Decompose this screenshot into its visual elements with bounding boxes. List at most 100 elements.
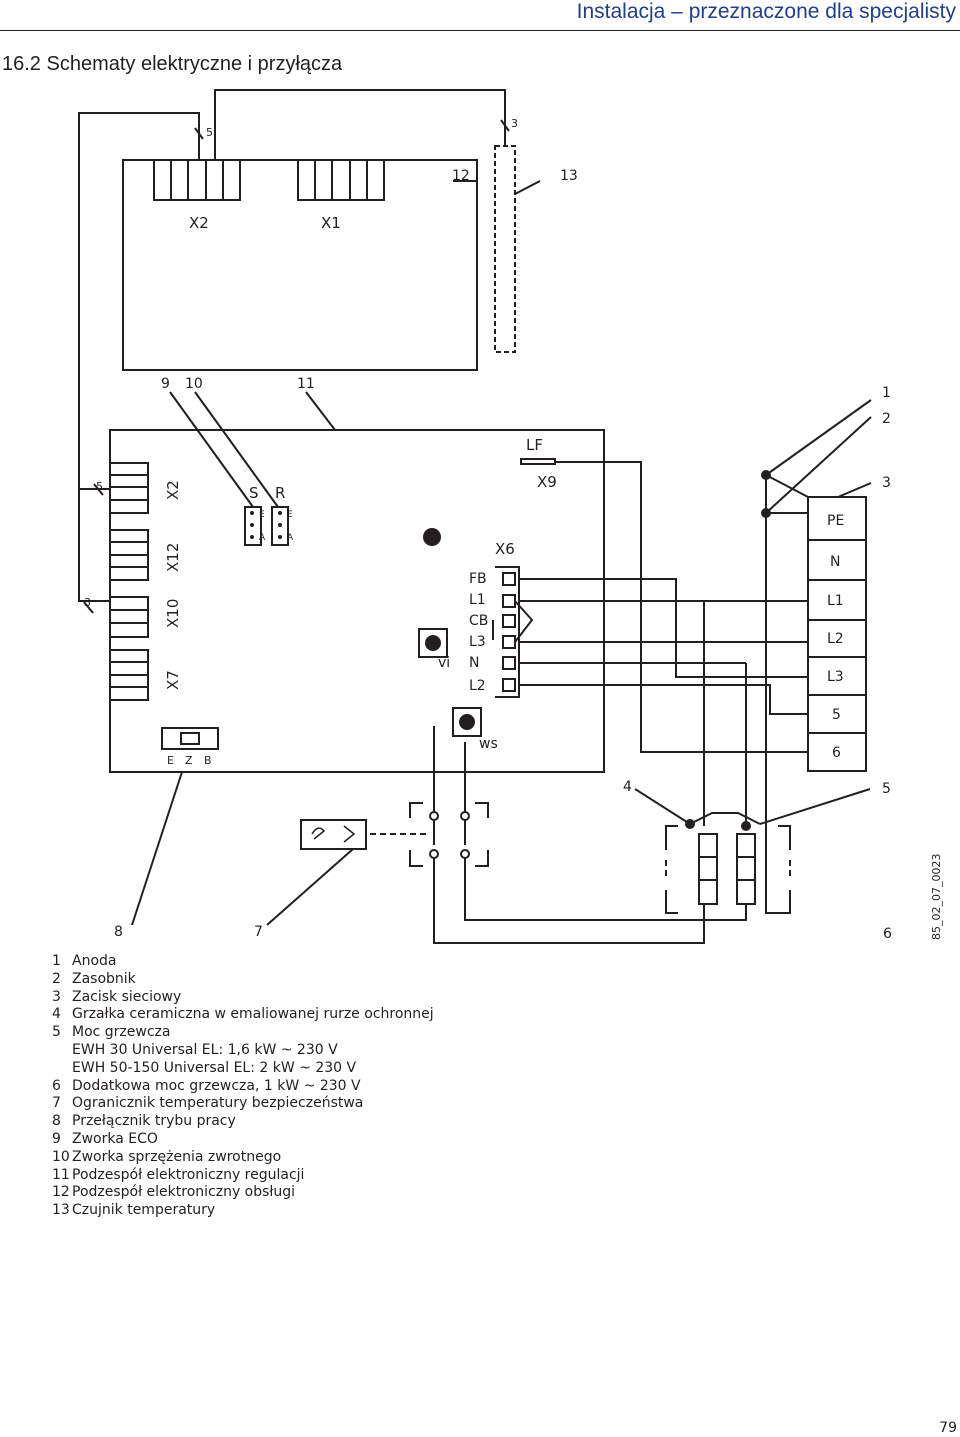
callout-13: 13 bbox=[560, 168, 578, 184]
temperature-sensor bbox=[494, 145, 516, 353]
label-x6: X6 bbox=[495, 540, 515, 558]
x6-pin-l3: L3 bbox=[469, 634, 486, 650]
top-x2-connector bbox=[153, 159, 241, 201]
terminal-6: 6 bbox=[832, 745, 841, 761]
diagram-label: 8 bbox=[52, 1113, 61, 1130]
callout-11: 11 bbox=[297, 376, 315, 392]
callout-wire5-top: 5 bbox=[206, 126, 213, 139]
label-lf: LF bbox=[526, 436, 543, 454]
callout-4: 4 bbox=[623, 779, 632, 795]
label-left-x2: X2 bbox=[164, 480, 182, 500]
header-rule bbox=[0, 30, 960, 31]
legend-subitem: EWH 30 Universal EL: 1,6 kW ~ 230 V bbox=[72, 1041, 338, 1058]
lf-fuse bbox=[520, 458, 556, 465]
label-vi: vi bbox=[438, 655, 450, 671]
left-connector-x2 bbox=[109, 462, 149, 514]
diagram-label: E bbox=[259, 510, 265, 520]
x6-pin-fb: FB bbox=[469, 571, 487, 587]
callout-9: 9 bbox=[161, 376, 170, 392]
switch-label-z: Z bbox=[185, 754, 193, 767]
terminal-l2: L2 bbox=[827, 631, 844, 647]
x6-pin-cb: CB bbox=[469, 613, 488, 629]
callout-5: 5 bbox=[882, 781, 891, 797]
diagram-label: Zworka sprzężenia zwrotnego bbox=[72, 1148, 282, 1165]
left-connector-x7 bbox=[109, 649, 149, 701]
diagram-label: 1 bbox=[52, 953, 61, 969]
label-x9: X9 bbox=[537, 473, 557, 491]
diagram-label: 5 bbox=[52, 1024, 61, 1041]
label-top-x1: X1 bbox=[321, 214, 341, 232]
page-number: 79 bbox=[939, 1420, 957, 1436]
terminal-n: N bbox=[830, 554, 840, 570]
legend-subitem: EWH 50-150 Universal EL: 2 kW ~ 230 V bbox=[72, 1059, 357, 1076]
diagram-label: A bbox=[287, 533, 294, 543]
legend-item: 7 Ogranicznik temperatury bezpieczeństwa bbox=[52, 1095, 434, 1113]
label-left-x10: X10 bbox=[164, 599, 182, 628]
diagram-label: 2 bbox=[52, 970, 61, 987]
diagram-label: Zworka ECO bbox=[72, 1130, 158, 1147]
legend-item: 5 Moc grzewcza bbox=[52, 1024, 434, 1042]
diagram-label: 4 bbox=[52, 1006, 61, 1023]
diagram-label: 7 bbox=[52, 1095, 61, 1112]
legend-item: 1 Anoda bbox=[52, 953, 434, 971]
terminal-5: 5 bbox=[832, 707, 841, 723]
x6-pin-l2: L2 bbox=[469, 678, 486, 694]
callout-3: 3 bbox=[882, 475, 891, 491]
jumper-r bbox=[271, 506, 289, 546]
mode-switch bbox=[161, 727, 219, 750]
x6-pin-n: N bbox=[469, 655, 479, 671]
callout-10: 10 bbox=[185, 376, 203, 392]
callout-8: 8 bbox=[114, 924, 123, 940]
callout-1: 1 bbox=[882, 385, 891, 401]
diagram-label: 10 bbox=[52, 1148, 70, 1165]
label-left-x12: X12 bbox=[164, 543, 182, 572]
legend-item: 2 Zasobnik bbox=[52, 971, 434, 989]
diagram-label: Anoda bbox=[72, 953, 117, 969]
diagram-label: 9 bbox=[52, 1130, 61, 1147]
label-ws: ws bbox=[479, 736, 498, 752]
terminal-l3: L3 bbox=[827, 669, 844, 685]
top-x1-connector bbox=[297, 159, 385, 201]
diagram-label: Ogranicznik temperatury bezpieczeństwa bbox=[72, 1095, 364, 1112]
callout-wire5-left: 5 bbox=[96, 480, 103, 493]
diagram-label: Moc grzewcza bbox=[72, 1024, 171, 1041]
callout-2: 2 bbox=[882, 411, 891, 427]
left-connector-x12 bbox=[109, 529, 149, 581]
legend-item: 9 Zworka ECO bbox=[52, 1131, 434, 1149]
switch-label-e: E bbox=[167, 754, 174, 767]
legend-item: 8 Przełącznik trybu pracy bbox=[52, 1113, 434, 1131]
diagram-label: Przełącznik trybu pracy bbox=[72, 1113, 236, 1130]
label-jumper-s: S bbox=[249, 484, 259, 502]
diagram-label: Czujnik temperatury bbox=[72, 1202, 216, 1219]
label-jumper-r: R bbox=[275, 484, 285, 502]
diagram-label: 11 bbox=[52, 1166, 70, 1183]
diagram-label: Podzespół elektroniczny obsługi bbox=[72, 1184, 296, 1201]
section-header: Instalacja – przeznaczone dla specjalist… bbox=[576, 0, 956, 23]
diagram-label: A bbox=[259, 533, 266, 543]
legend-item: 3 Zacisk sieciowy bbox=[52, 989, 434, 1007]
diagram-label: Podzespół elektroniczny regulacji bbox=[72, 1166, 305, 1183]
diagram-label: 6 bbox=[52, 1077, 61, 1094]
left-connector-x10 bbox=[109, 596, 149, 638]
control-board bbox=[122, 159, 478, 371]
switch-label-b: B bbox=[204, 754, 212, 767]
wiring-diagram: X2 X1 12 13 5 3 9 10 11 1 2 3 LF X9 X6 5… bbox=[78, 89, 943, 944]
terminal-block bbox=[807, 496, 867, 772]
diagram-label: Dodatkowa moc grzewcza, 1 kW ~ 230 V bbox=[72, 1077, 361, 1094]
diagram-label: Grzałka ceramiczna w emaliowanej rurze o… bbox=[72, 1006, 434, 1023]
diagram-label: Zacisk sieciowy bbox=[72, 988, 182, 1005]
diagram-label: 3 bbox=[52, 988, 61, 1005]
callout-7: 7 bbox=[254, 924, 263, 940]
x6-pin-l1: L1 bbox=[469, 592, 486, 608]
terminal-l1: L1 bbox=[827, 593, 844, 609]
diagram-label: 12 bbox=[52, 1184, 70, 1201]
diagram-label: E bbox=[287, 510, 293, 520]
label-left-x7: X7 bbox=[164, 670, 182, 690]
diagram-label: Zasobnik bbox=[72, 970, 136, 987]
callout-wire3-left: 3 bbox=[84, 596, 91, 609]
legend-item: 4 Grzałka ceramiczna w emaliowanej rurze … bbox=[52, 1006, 434, 1024]
diagram-label: 13 bbox=[52, 1202, 70, 1219]
terminal-pe: PE bbox=[827, 513, 844, 529]
